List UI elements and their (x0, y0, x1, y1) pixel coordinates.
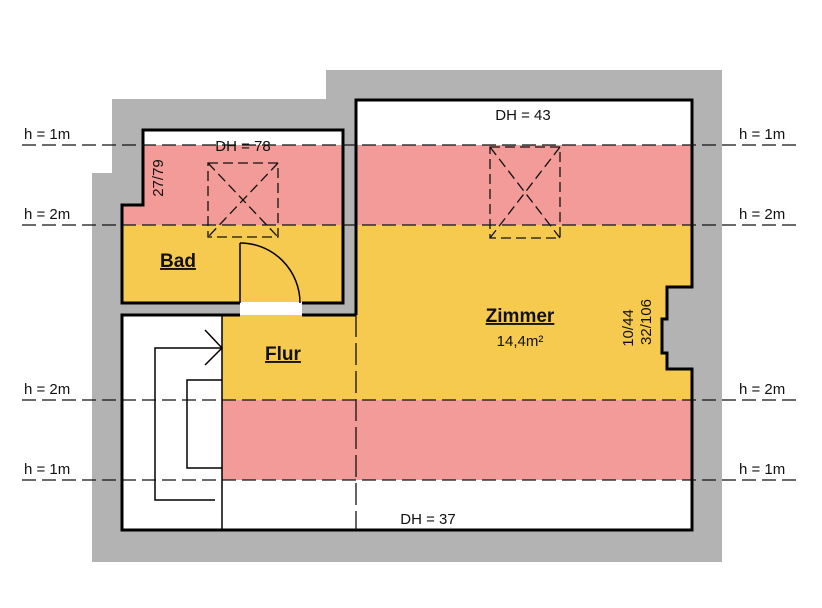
zimmer-window-size-a: 10/44 (620, 309, 637, 347)
zimmer-ceiling-height-bottom: DH = 37 (400, 511, 455, 528)
door-swing (239, 242, 301, 304)
zimmer-area: 14,4m² (497, 333, 544, 350)
height-label-left: h = 2m (24, 381, 70, 398)
room-bad (120, 128, 345, 305)
zimmer-window-size-b: 32/106 (638, 299, 655, 345)
height-label-left: h = 2m (24, 206, 70, 223)
wall-outline (120, 98, 694, 532)
low-zone-bottom (222, 400, 692, 480)
height-label-left: h = 1m (24, 126, 70, 143)
bad-window-size: 27/79 (150, 159, 167, 197)
height-label-right: h = 2m (739, 206, 785, 223)
flur-room-name: Flur (265, 344, 301, 365)
zimmer-ceiling-height-top: DH = 43 (495, 107, 550, 124)
skylight-zimmer (489, 146, 561, 239)
door-opening (240, 302, 302, 315)
height-label-right: h = 2m (739, 381, 785, 398)
bad-room-name: Bad (160, 251, 196, 272)
height-lines: h = 1m h = 1m h = 2m h = 2m h = 2m h = 2… (22, 126, 800, 481)
height-label-right: h = 1m (739, 126, 785, 143)
height-label-right: h = 1m (739, 461, 785, 478)
height-label-left: h = 1m (24, 461, 70, 478)
zimmer-room-name: Zimmer (486, 306, 555, 327)
stairs (154, 329, 224, 501)
bad-ceiling-height: DH = 78 (215, 138, 270, 155)
